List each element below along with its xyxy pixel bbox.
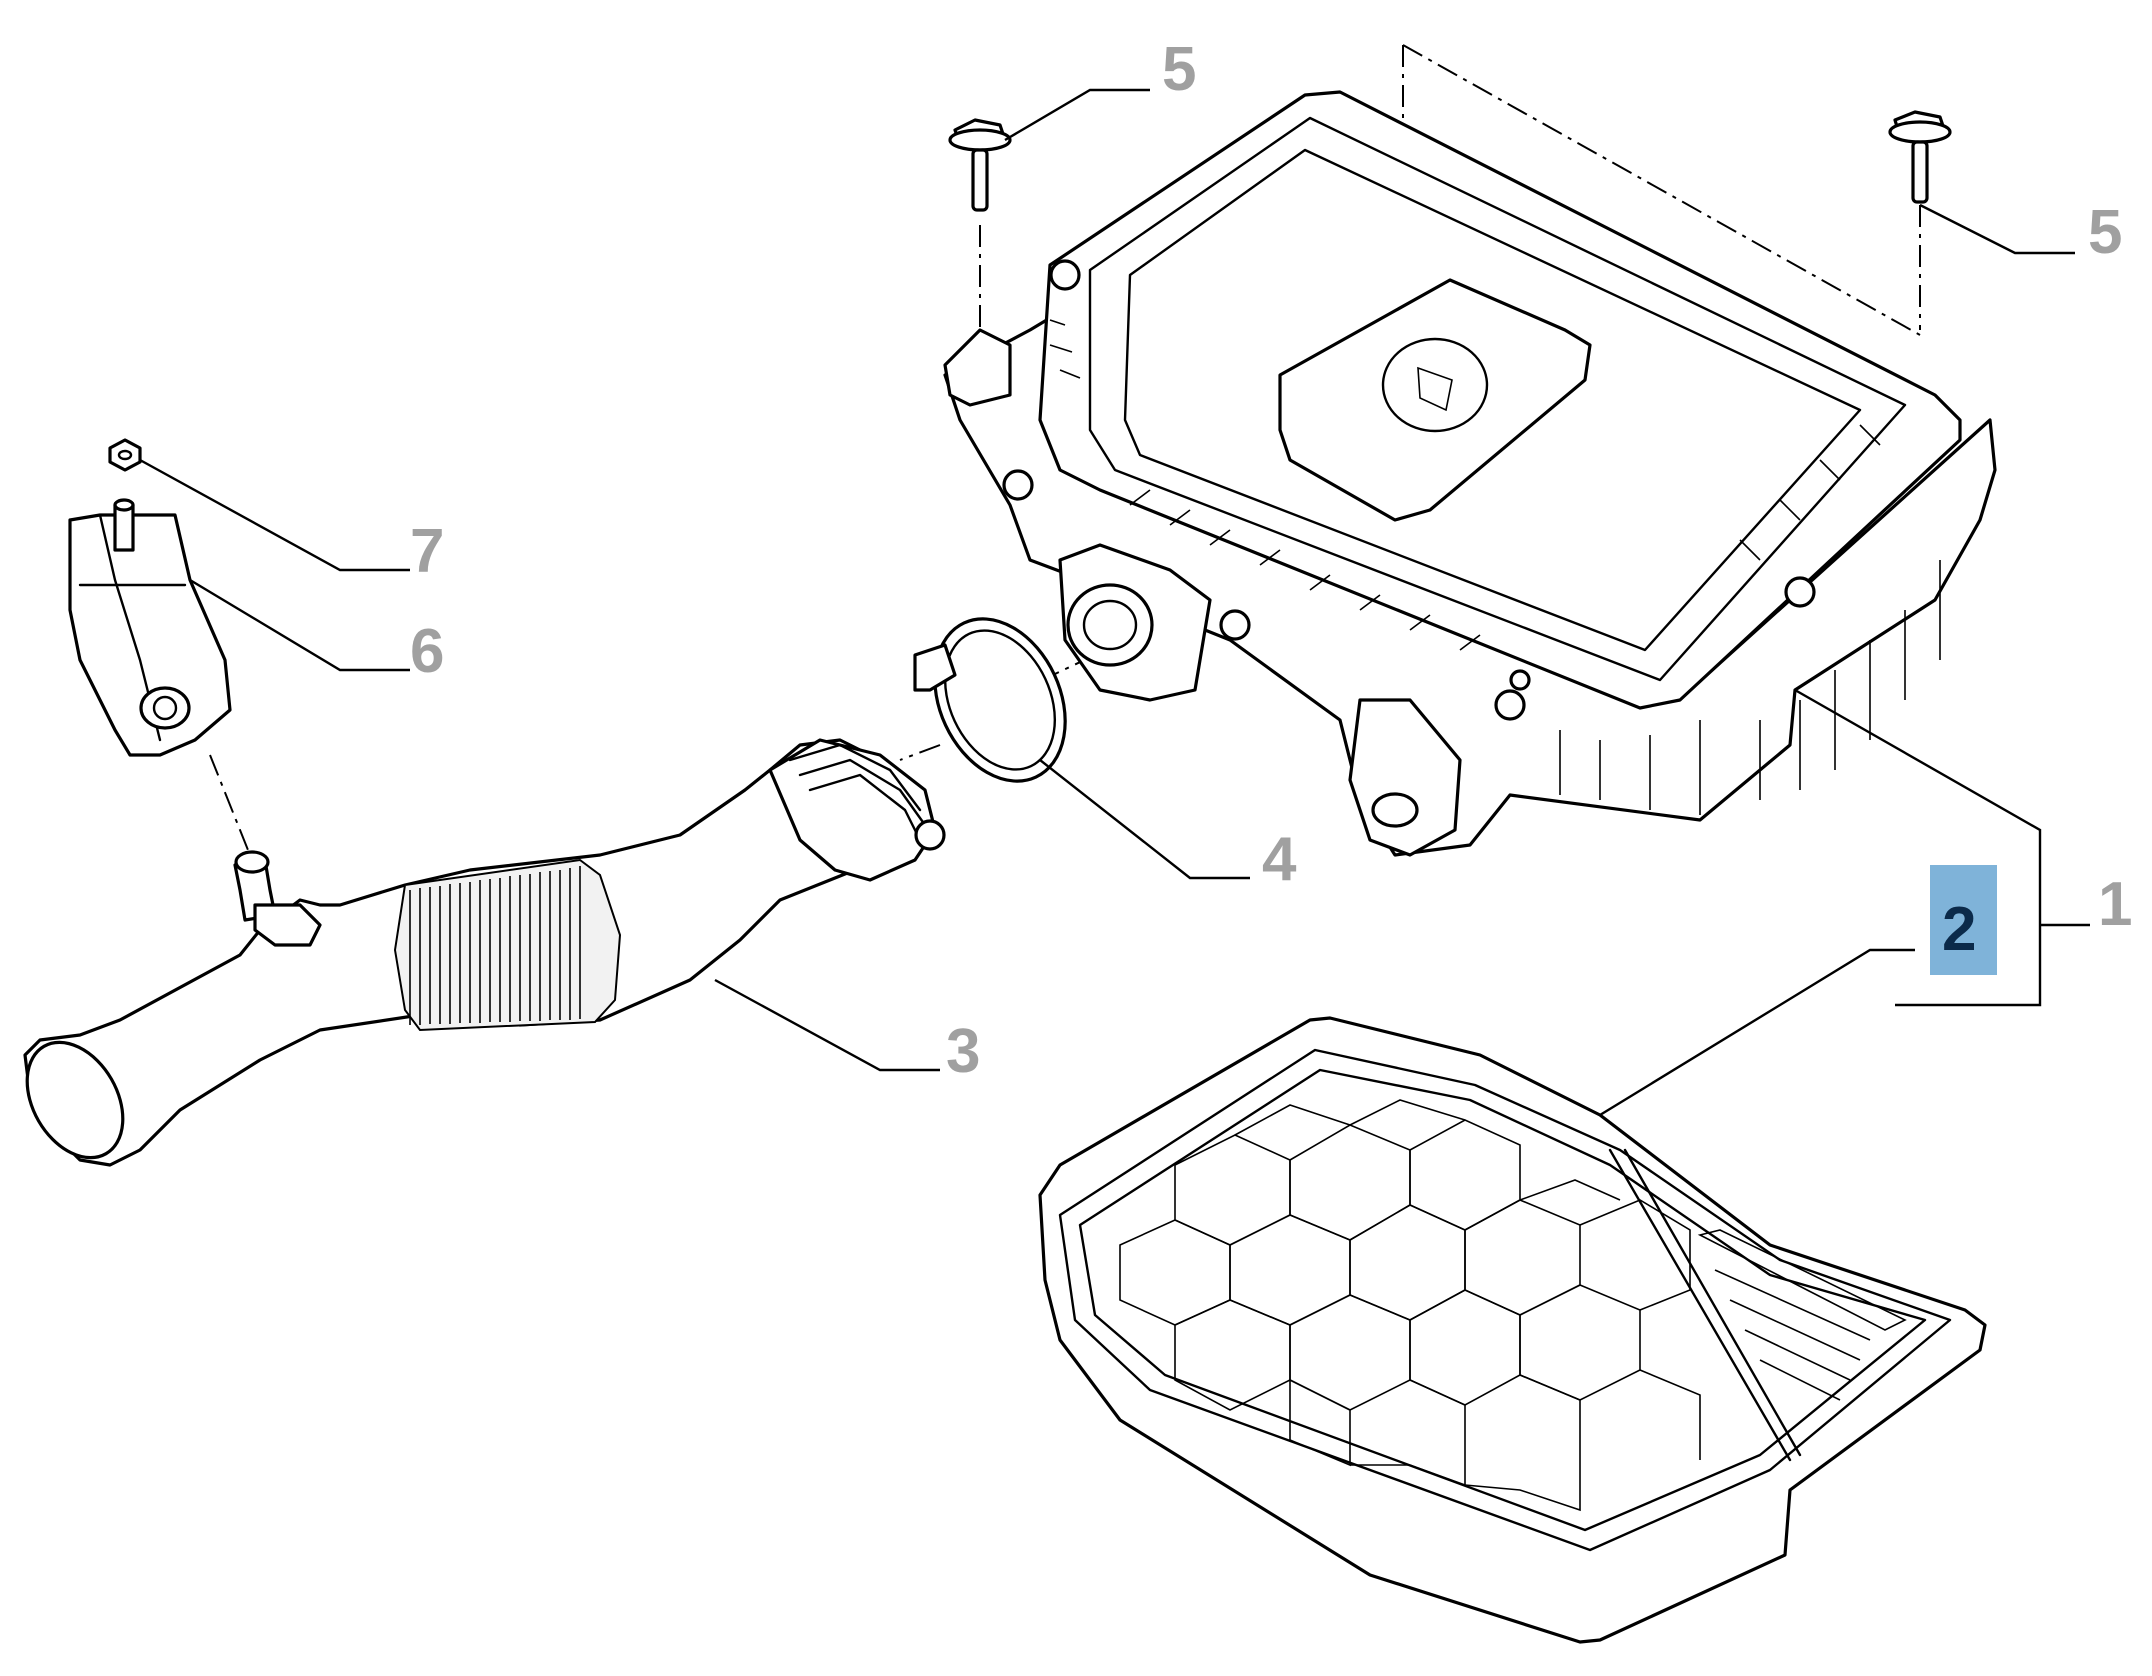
filter-slots [1697, 1229, 1907, 1401]
housing-mount-tabs [943, 259, 1816, 857]
leader-lines [139, 88, 2090, 1117]
bellows-ribs [409, 866, 581, 1025]
intake-hose[interactable] [8, 738, 946, 1175]
bolt-right[interactable] [1888, 110, 1952, 204]
bolt-left[interactable] [948, 118, 1012, 212]
callout-7[interactable]: 7 [410, 517, 444, 586]
mounting-bracket[interactable] [68, 498, 232, 757]
housing-ribs [1559, 560, 1941, 815]
nut[interactable] [108, 438, 142, 472]
callout-5-top[interactable]: 5 [1162, 35, 1196, 104]
callout-5-right[interactable]: 5 [2088, 198, 2122, 267]
callout-4[interactable]: 4 [1262, 825, 1297, 894]
callout-6[interactable]: 6 [410, 617, 444, 686]
selected-part-highlight [1930, 865, 1997, 975]
lid-serrations [1049, 319, 1881, 651]
brand-logo [1381, 337, 1489, 433]
hose-clamp[interactable] [910, 598, 1091, 803]
callout-1[interactable]: 1 [2098, 870, 2132, 939]
air-filter-housing[interactable] [943, 90, 1997, 857]
callout-2-selected[interactable]: 2 [1942, 895, 1976, 964]
filter-element[interactable] [1038, 1016, 1987, 1644]
honeycomb-grid [1119, 1099, 1701, 1512]
callout-3[interactable]: 3 [946, 1017, 980, 1086]
